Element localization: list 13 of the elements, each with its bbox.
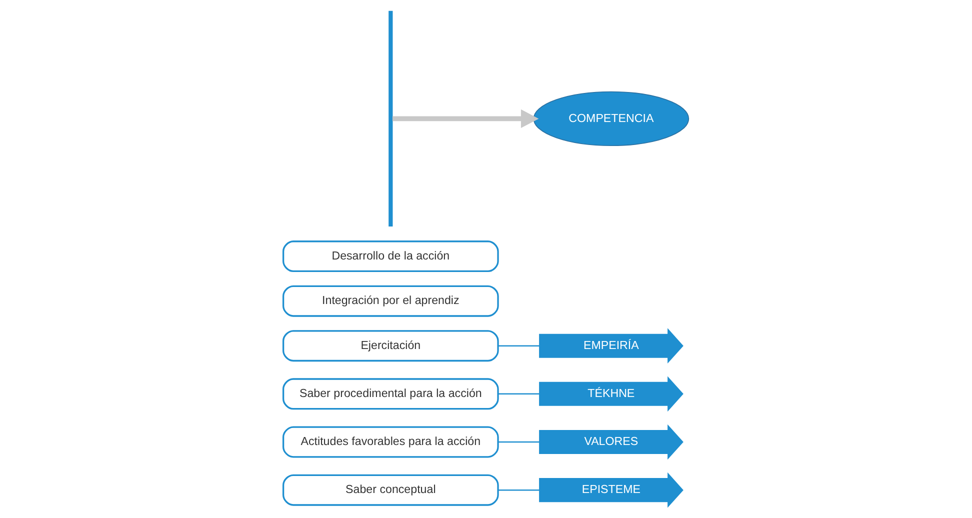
- node-box: Actitudes favorables para la acción: [282, 426, 499, 458]
- node-box: Saber conceptual: [282, 474, 499, 506]
- connector: [498, 393, 540, 395]
- node-bracket: [388, 10, 393, 226]
- node-box: Desarrollo de la acción: [282, 240, 499, 272]
- connector: [498, 345, 540, 346]
- node-box: Saber procedimental para la acción: [282, 378, 499, 410]
- node-ellipse: COMPETENCIA: [533, 91, 690, 146]
- node-box: Integración por el aprendiz: [282, 285, 499, 317]
- arrow: [392, 109, 539, 128]
- connector: [498, 441, 540, 443]
- node-box: Ejercitación: [282, 330, 499, 362]
- connector: [498, 489, 540, 491]
